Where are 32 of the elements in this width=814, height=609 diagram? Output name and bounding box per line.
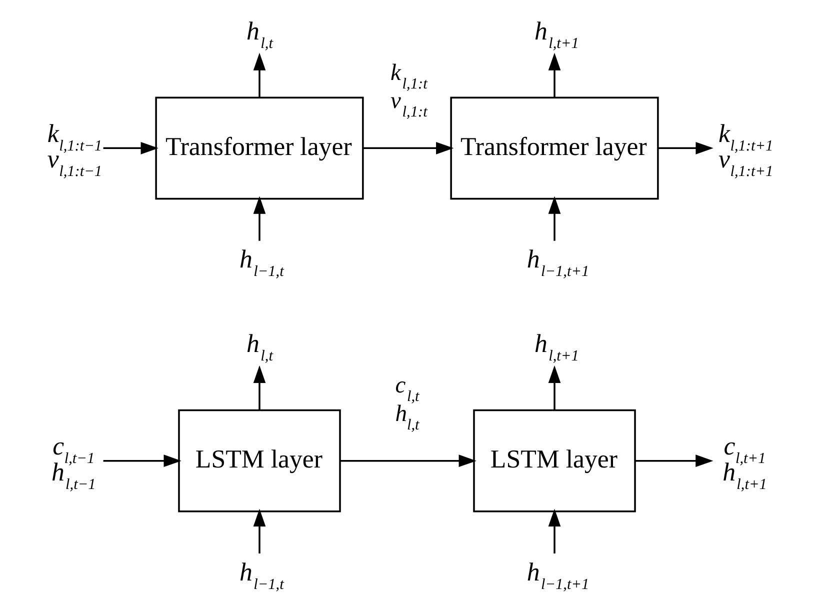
edge-label: k$_{l,1:t}$ v$_{l,1:t}$	[390, 60, 428, 121]
arrow	[103, 454, 182, 467]
arrow	[548, 196, 561, 241]
arrow	[363, 142, 454, 154]
node-box: LSTM layer	[473, 409, 636, 512]
node-text: h$_{l−1,t}$	[240, 244, 284, 280]
arrow	[548, 52, 561, 98]
arrow	[253, 365, 266, 410]
node-text: h$_{l,t}$	[246, 16, 273, 52]
arrow	[253, 52, 266, 98]
arrow	[103, 142, 158, 154]
arrow	[340, 454, 476, 467]
node-text: k$_{l,1:t+1}$ v$_{l,1:t+1}$	[718, 118, 774, 180]
node-text: c$_{l,t+1}$ h$_{l,t+1}$	[722, 431, 767, 493]
edge-label: c$_{l,t}$ h$_{l,t}$	[395, 372, 420, 434]
node-text: h$_{l,t+1}$	[534, 329, 579, 365]
node-text: c$_{l,t−1}$ h$_{l,t−1}$	[51, 431, 96, 493]
node-text: k$_{l,1:t−1}$ v$_{l,1:t−1}$	[47, 118, 102, 180]
node-text: h$_{l−1,t+1}$	[526, 557, 590, 593]
arrow	[636, 454, 714, 467]
arrow	[658, 142, 714, 154]
arrow	[253, 508, 266, 554]
node-text: h$_{l−1,t}$	[240, 557, 284, 593]
node-text: h$_{l,t+1}$	[534, 16, 579, 52]
arrow	[253, 196, 266, 241]
node-box: LSTM layer	[178, 409, 341, 512]
node-text: h$_{l−1,t+1}$	[526, 244, 590, 280]
node-box: Transformer layer	[450, 96, 659, 200]
arrow	[548, 365, 561, 410]
node-text: h$_{l,t}$	[246, 329, 273, 365]
arrow	[548, 508, 561, 554]
node-box: Transformer layer	[155, 96, 364, 200]
